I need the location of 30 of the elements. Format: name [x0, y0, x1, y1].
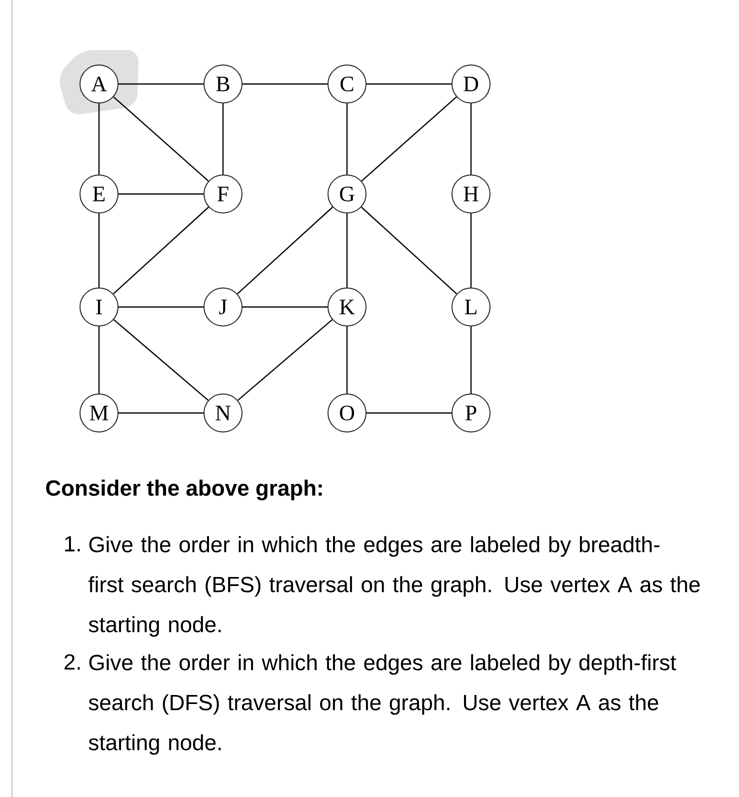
question-text: Give the order in which the edges are labeled by breadth-first search (BFS) traversal on the graph. Use vertex A as the starting node. — [88, 536, 700, 637]
edge-line — [98, 326, 100, 394]
edge-line — [346, 214, 348, 288]
edge-line — [222, 104, 224, 174]
edge-line — [237, 206, 333, 294]
edge-line — [118, 306, 204, 308]
edge-line — [98, 104, 100, 174]
list-number: 2. — [64, 654, 80, 670]
list-number: 1. — [65, 536, 80, 552]
heading: Consider the above graph: — [46, 480, 322, 500]
edge-line — [242, 83, 328, 85]
edge-line — [98, 214, 100, 288]
edge-line — [470, 214, 472, 288]
edge-line — [346, 104, 348, 174]
edge-line — [361, 96, 457, 182]
edge-line — [118, 83, 204, 85]
edge-line — [366, 412, 452, 414]
edge-line — [361, 206, 457, 294]
edge-line — [346, 326, 348, 394]
edge-line — [237, 319, 333, 401]
edge-line — [113, 206, 209, 294]
edge-line — [470, 326, 472, 394]
edge-line — [470, 104, 472, 174]
edge-line — [118, 193, 204, 195]
edge-line — [113, 96, 209, 182]
edge-line — [113, 319, 209, 401]
question-text: Give the order in which the edges are labeled by depth-first search (DFS) traversal on the graph. Use vertex A as the starting node. — [88, 654, 676, 755]
edge-line — [118, 412, 204, 414]
edge-line — [242, 306, 328, 308]
edge-line — [366, 83, 452, 85]
